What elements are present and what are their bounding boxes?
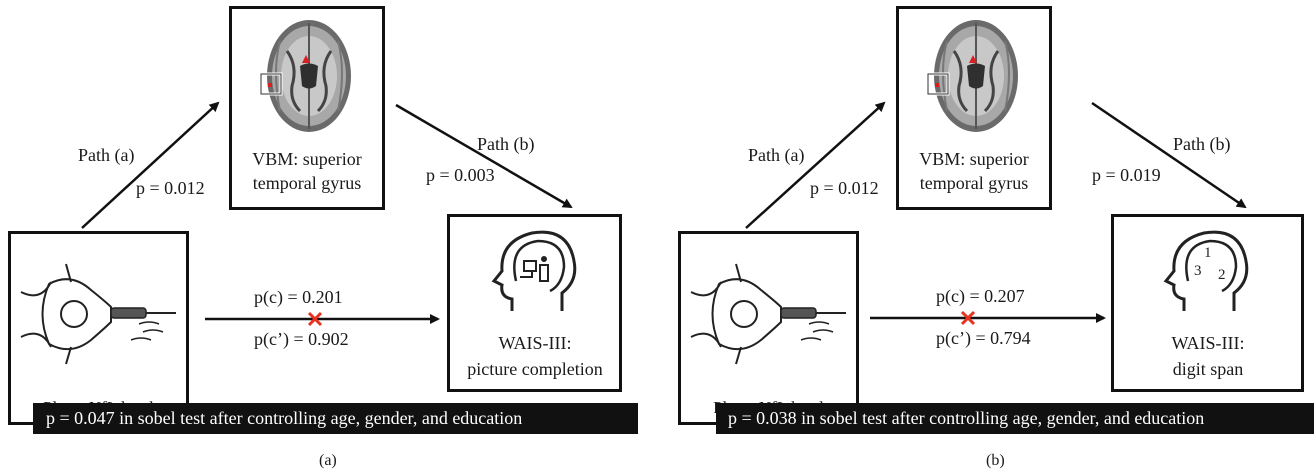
mediator-line2: temporal gyrus [919, 173, 1029, 193]
mediator-line1: VBM: superior [252, 149, 362, 169]
sobel-result-banner: p = 0.047 in sobel test after controllin… [33, 403, 638, 434]
mediator-line1: VBM: superior [919, 149, 1029, 169]
not-significant-x-icon [307, 311, 323, 327]
mediator-box: VBM: superior temporal gyrus [229, 6, 385, 210]
outcome-line1: WAIS-III: [498, 333, 572, 353]
predictor-box: Plasm NfL level [678, 231, 859, 425]
path-b-p: p = 0.019 [1092, 165, 1161, 185]
digit-2: 2 [1218, 267, 1226, 283]
head-puzzle-icon [491, 230, 577, 311]
path-b-label: Path (b) [477, 134, 535, 154]
path-b-arrow [395, 103, 573, 209]
panel-caption: (a) [319, 452, 337, 469]
path-c-prime-p: p(c’) = 0.794 [936, 328, 1031, 348]
panel-caption: (b) [986, 452, 1005, 469]
mediator-line2: temporal gyrus [252, 173, 362, 193]
outcome-box: 1 3 2 WAIS-III: digit span [1111, 214, 1304, 392]
brain-axial-mri-icon [926, 20, 1018, 132]
neuron-icon [20, 263, 176, 365]
mediator-box: VBM: superior temporal gyrus [896, 6, 1052, 210]
path-b-arrow [1091, 101, 1247, 209]
brain-axial-mri-icon [259, 20, 351, 132]
outcome-line2: digit span [1172, 359, 1244, 379]
sobel-result-banner: p = 0.038 in sobel test after controllin… [716, 403, 1314, 434]
panel-b: VBM: superior temporal gyrus Plasm NfL l… [670, 0, 1315, 474]
outcome-line1: WAIS-III: [1171, 333, 1245, 353]
path-a-p: p = 0.012 [136, 178, 205, 198]
path-c-prime-p: p(c’) = 0.902 [254, 329, 349, 349]
head-digits-icon: 1 3 2 [1163, 230, 1249, 311]
digit-1: 1 [1204, 245, 1212, 261]
neuron-icon [690, 263, 846, 365]
path-a-label: Path (a) [748, 145, 805, 165]
path-c-p: p(c) = 0.201 [254, 287, 343, 307]
path-a-label: Path (a) [78, 145, 135, 165]
digit-3: 3 [1194, 263, 1202, 279]
path-a-p: p = 0.012 [810, 178, 879, 198]
predictor-box: Plasm NfL level [8, 231, 189, 425]
not-significant-x-icon [960, 310, 976, 326]
panel-a: VBM: superior temporal gyrus Plasm NfL l… [0, 0, 657, 474]
outcome-box: WAIS-III: picture completion [447, 214, 622, 392]
path-c-p: p(c) = 0.207 [936, 286, 1025, 306]
path-b-label: Path (b) [1173, 134, 1231, 154]
path-b-p: p = 0.003 [426, 165, 495, 185]
outcome-line2: picture completion [467, 359, 603, 379]
